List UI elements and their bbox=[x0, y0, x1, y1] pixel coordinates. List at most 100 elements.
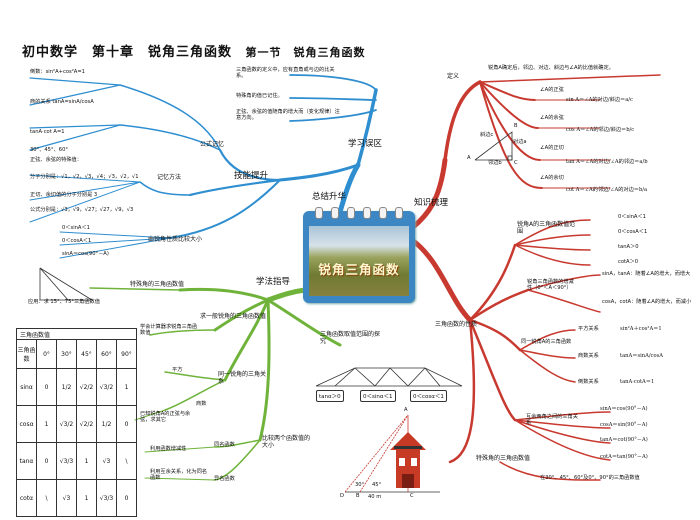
tower-angle2: 45° bbox=[372, 482, 382, 488]
binder-ring bbox=[395, 207, 403, 219]
triangle-b-label: B bbox=[514, 123, 518, 129]
seek-label[interactable]: 求一般锐角的三角函数值 bbox=[200, 313, 267, 320]
range-val: 0＜cosA＜1 bbox=[618, 229, 648, 235]
table-cell: sinα bbox=[16, 368, 37, 406]
tower-angle1: 30° bbox=[355, 482, 365, 488]
increase-title[interactable]: 锐角三角函数的增减性（0°＜A＜90°） bbox=[527, 279, 574, 291]
branch-skills[interactable]: 技能提升 bbox=[234, 171, 269, 181]
square-label: 平方 bbox=[172, 367, 183, 373]
branch-memory-method[interactable]: 记忆方法 bbox=[157, 174, 182, 181]
table-cell: √3/3 bbox=[96, 479, 117, 517]
same-angle-label: 倒数关系 bbox=[578, 379, 599, 385]
table-cell: cotα bbox=[16, 479, 37, 517]
right-triangle-figure bbox=[474, 131, 513, 161]
increase-val: cosA，cotA：随着∠A的增大，而减小 bbox=[602, 299, 692, 305]
same-angle-label: 平方关系 bbox=[578, 326, 599, 332]
compare-label[interactable]: 比较两个函数值的大小 bbox=[262, 435, 311, 449]
table-cell: √3 bbox=[56, 479, 77, 517]
complement-item: sinA＝cos(90°－A) bbox=[600, 406, 648, 412]
table-header: 0° bbox=[36, 339, 57, 369]
triangle-a-label: A bbox=[467, 155, 471, 161]
same-angle-formula: sin²A＋cos²A＝1 bbox=[620, 326, 662, 332]
same-angle-title[interactable]: 同一锐角A的三角函数 bbox=[521, 339, 572, 345]
range-item: 0＜cosA＜1 bbox=[62, 238, 92, 244]
memory-item: 分子分别是：√1，√2，√3，√4；√3，√2，√1 bbox=[30, 174, 139, 180]
complement-item: tanA＝cot(90°－A) bbox=[600, 437, 648, 443]
def-row-formula: tan A＝∠A的对边/∠A的邻边＝a/b bbox=[566, 159, 648, 165]
def-row-formula: cos A＝∠A的邻边/斜边＝b/c bbox=[566, 127, 635, 133]
complement-title[interactable]: 互余两角之间的三角关系 bbox=[526, 414, 578, 426]
branch-knowledge[interactable]: 知识梳理 bbox=[414, 198, 449, 208]
branch-method-guide[interactable]: 学法指导 bbox=[256, 277, 291, 287]
tower-dist: 40 m bbox=[368, 494, 382, 500]
q-note: 已知锐角A的正弦与余弦，求其它 bbox=[140, 411, 191, 423]
branch-study-area[interactable]: 学习误区 bbox=[348, 139, 383, 149]
triangle-opp-label: 对边a bbox=[513, 139, 527, 145]
same-angle-label: 商数关系 bbox=[578, 353, 599, 359]
special-title[interactable]: 特殊角的三角函数值 bbox=[476, 455, 531, 462]
branch-review[interactable]: 总结升华 bbox=[312, 192, 347, 202]
range-item: 0＜sinA＜1 bbox=[62, 225, 90, 231]
table-cell: √3/2 bbox=[96, 368, 117, 406]
table-row: cosα 1 √3/2 √2/2 1/2 0 bbox=[16, 405, 137, 443]
tree-leaf: tanα＞0 bbox=[316, 390, 344, 402]
formula-item: 商的关系 tanA=sinA/cosA bbox=[30, 99, 94, 105]
nature-label[interactable]: 三角函数取值范围的探究 bbox=[320, 331, 381, 345]
memory-item: 正切、余切值的分子分别是 3 bbox=[30, 192, 98, 198]
page-title: 初中数学 第十章 锐角三角函数 第一节 锐角三角函数 bbox=[22, 45, 366, 61]
tree-leaf: 0＜sinα＜1 bbox=[360, 390, 396, 402]
table-cell: √3 bbox=[96, 442, 117, 480]
table-cell: 1 bbox=[116, 368, 137, 406]
def-row-formula: cot A＝∠A的邻边/∠A的对边＝b/a bbox=[566, 187, 648, 193]
increase-val: sinA，tanA：随着∠A的增大，而增大 bbox=[602, 271, 691, 277]
range-label[interactable]: 由锐角性质比较大小 bbox=[148, 236, 203, 243]
guide-special-value[interactable]: 特殊角的三角函数值 bbox=[130, 281, 185, 288]
table-cell: 1/2 bbox=[56, 368, 77, 406]
table-row: sinα 0 1/2 √2/2 √3/2 1 bbox=[16, 368, 137, 406]
complement-item: cotA＝tan(90°－A) bbox=[600, 454, 648, 460]
table-cell: √2/2 bbox=[76, 368, 97, 406]
def-row-name[interactable]: ∠A的正弦 bbox=[540, 87, 564, 93]
table-cell: 0 bbox=[36, 442, 57, 480]
table-cell: tanα bbox=[16, 442, 37, 480]
def-row-name[interactable]: ∠A的余弦 bbox=[540, 115, 564, 121]
tower-label-d: D bbox=[340, 493, 344, 499]
same-fn-label[interactable]: 同一锐角的三角关系 bbox=[218, 371, 267, 385]
tower-building bbox=[390, 432, 426, 488]
properties-label[interactable]: 三角函数的性质 bbox=[435, 321, 478, 328]
branch-formula[interactable]: 公式记忆 bbox=[200, 141, 225, 148]
tower-scene bbox=[344, 414, 440, 493]
def-row-name[interactable]: ∠A的余切 bbox=[540, 175, 564, 181]
same-fn2-label: 同名函数 bbox=[214, 442, 235, 448]
tower-label-a: A bbox=[404, 407, 408, 413]
formula-item: 倒数：sin²A+cos²A=1 bbox=[30, 69, 85, 75]
triangle-c-label: C bbox=[514, 160, 518, 166]
binder-ring bbox=[347, 207, 355, 219]
table-cell: 1 bbox=[76, 442, 97, 480]
same-angle-formula: tanA＝sinA/cosA bbox=[620, 353, 664, 359]
quotient-label: 商数 bbox=[196, 401, 207, 407]
binder-ring bbox=[315, 207, 323, 219]
table-header: 45° bbox=[76, 339, 97, 369]
def-row-name[interactable]: ∠A的正切 bbox=[540, 145, 564, 151]
definition-intro: 锐角A确定后，邻边、对边、斜边与∠A的比值就确定。 bbox=[488, 65, 614, 71]
title-section: 第一节 锐角三角函数 bbox=[245, 46, 366, 59]
memory-item: 公式分别是：√3，√9，√27；√27，√9，√3 bbox=[30, 207, 134, 213]
range-val: 0＜sinA＜1 bbox=[618, 214, 646, 220]
formula-item: tanA·cot A=1 bbox=[30, 129, 65, 135]
tree-leaf: 0＜cosα＜1 bbox=[410, 390, 447, 402]
table-header: 60° bbox=[96, 339, 117, 369]
table-header-row: 三角函数 0° 30° 45° 60° 90° bbox=[16, 339, 137, 369]
table-cell: \ bbox=[36, 479, 57, 517]
table-cell: √3/3 bbox=[56, 442, 77, 480]
range-title[interactable]: 锐角A的三角函数值范围 bbox=[517, 221, 576, 235]
binder-ring bbox=[331, 207, 339, 219]
same-angle-formula: tanA·cotA＝1 bbox=[620, 379, 655, 385]
definition-label[interactable]: 定义 bbox=[447, 73, 460, 80]
app-label: 应用：求 15°、75°三角函数值 bbox=[28, 299, 100, 305]
center-node[interactable]: 锐角三角函数 bbox=[303, 207, 415, 303]
formula-item: 30°、45°、60° bbox=[30, 147, 68, 153]
range-val: tanA＞0 bbox=[618, 244, 639, 250]
table-cell: 0 bbox=[116, 479, 137, 517]
